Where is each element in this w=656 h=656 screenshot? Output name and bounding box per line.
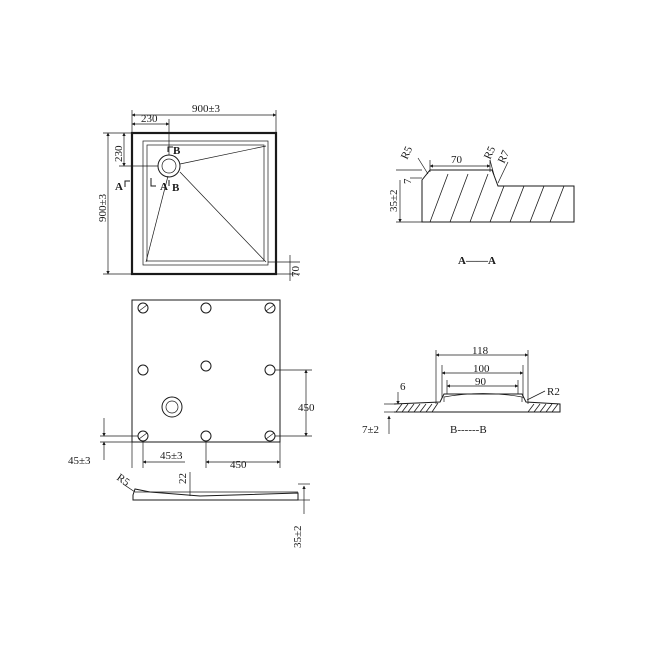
dim-radius-mid: R5 <box>482 144 499 161</box>
underside-view: 450 450 45±3 45±3 <box>68 299 315 471</box>
dim-edge-offset-y: 45±3 <box>68 455 91 467</box>
dim-drain-offset-x: 230 <box>141 113 158 125</box>
dim-section-a-offset: 7 <box>402 178 414 184</box>
dim-drain-offset-y: 230 <box>113 145 125 162</box>
slope-line-horizontal <box>179 145 267 165</box>
drain-hole-outer <box>157 154 181 178</box>
support-foot <box>137 430 149 442</box>
section-b-title: B------B <box>450 424 487 436</box>
support-foot <box>200 430 212 442</box>
dim-leg-spacing-horizontal: 450 <box>230 459 247 471</box>
support-foot <box>200 360 212 372</box>
section-a-profile <box>421 169 575 223</box>
slope-line-vertical <box>145 175 169 263</box>
tray-basin-edge <box>146 144 265 262</box>
support-foot <box>137 302 149 314</box>
drain-outlet-outer <box>161 396 183 418</box>
dim-edge-offset-x: 45±3 <box>160 450 183 462</box>
tray-side-profile <box>132 488 299 501</box>
section-b-mark-top: B <box>173 145 181 157</box>
dim-section-b-height: 7±2 <box>362 424 379 436</box>
support-feet <box>137 302 276 442</box>
section-a-mark-right: A <box>160 181 168 193</box>
slope-line-diagonal <box>179 171 267 263</box>
section-b-hatching-right <box>527 403 559 413</box>
dim-section-b-middle: 100 <box>473 363 490 375</box>
drain-outlet-inner <box>165 400 179 414</box>
dim-radius-left: R5 <box>399 144 416 161</box>
support-foot <box>264 302 276 314</box>
section-b-b: 118 100 90 R2 6 7±2 B------B <box>362 345 561 436</box>
dim-rim-width: 70 <box>290 266 302 278</box>
section-a-title: A——A <box>458 255 496 267</box>
dim-height: 35±2 <box>292 525 304 548</box>
support-foot <box>264 364 276 376</box>
section-a-mark-left: A <box>115 181 123 193</box>
dim-section-a-rim: 70 <box>451 154 463 166</box>
side-view: R5 22 35±2 <box>114 472 310 548</box>
section-a-a: 70 R5 R5 R7 7 35±2 A——A <box>388 144 575 267</box>
tray-inner-edge <box>142 140 269 266</box>
dim-radius-right: R7 <box>496 148 513 165</box>
dim-leg-spacing-vertical: 450 <box>298 402 315 414</box>
dim-section-a-height: 35±2 <box>388 189 400 212</box>
support-foot <box>264 430 276 442</box>
dim-section-b-inner: 90 <box>475 376 487 388</box>
support-foot <box>200 302 212 314</box>
dim-overall-width: 900±3 <box>192 103 221 115</box>
dim-edge-radius: R5 <box>114 472 132 489</box>
section-b-hatching-left <box>395 402 439 413</box>
plan-view: 900±3 230 900±3 230 A A B B 70 <box>97 103 302 281</box>
drain-hole-inner <box>161 158 177 174</box>
section-b-mark-bottom: B <box>172 182 180 194</box>
dim-overall-height: 900±3 <box>97 193 109 222</box>
tray-outer-edge <box>130 131 278 276</box>
section-b-profile <box>393 393 561 413</box>
dim-section-b-thickness: 6 <box>400 381 406 393</box>
support-foot <box>137 364 149 376</box>
dim-section-b-radius: R2 <box>547 386 560 398</box>
section-a-hatching <box>429 173 565 223</box>
dim-section-b-outer: 118 <box>472 345 489 357</box>
dim-depth: 22 <box>177 473 189 484</box>
